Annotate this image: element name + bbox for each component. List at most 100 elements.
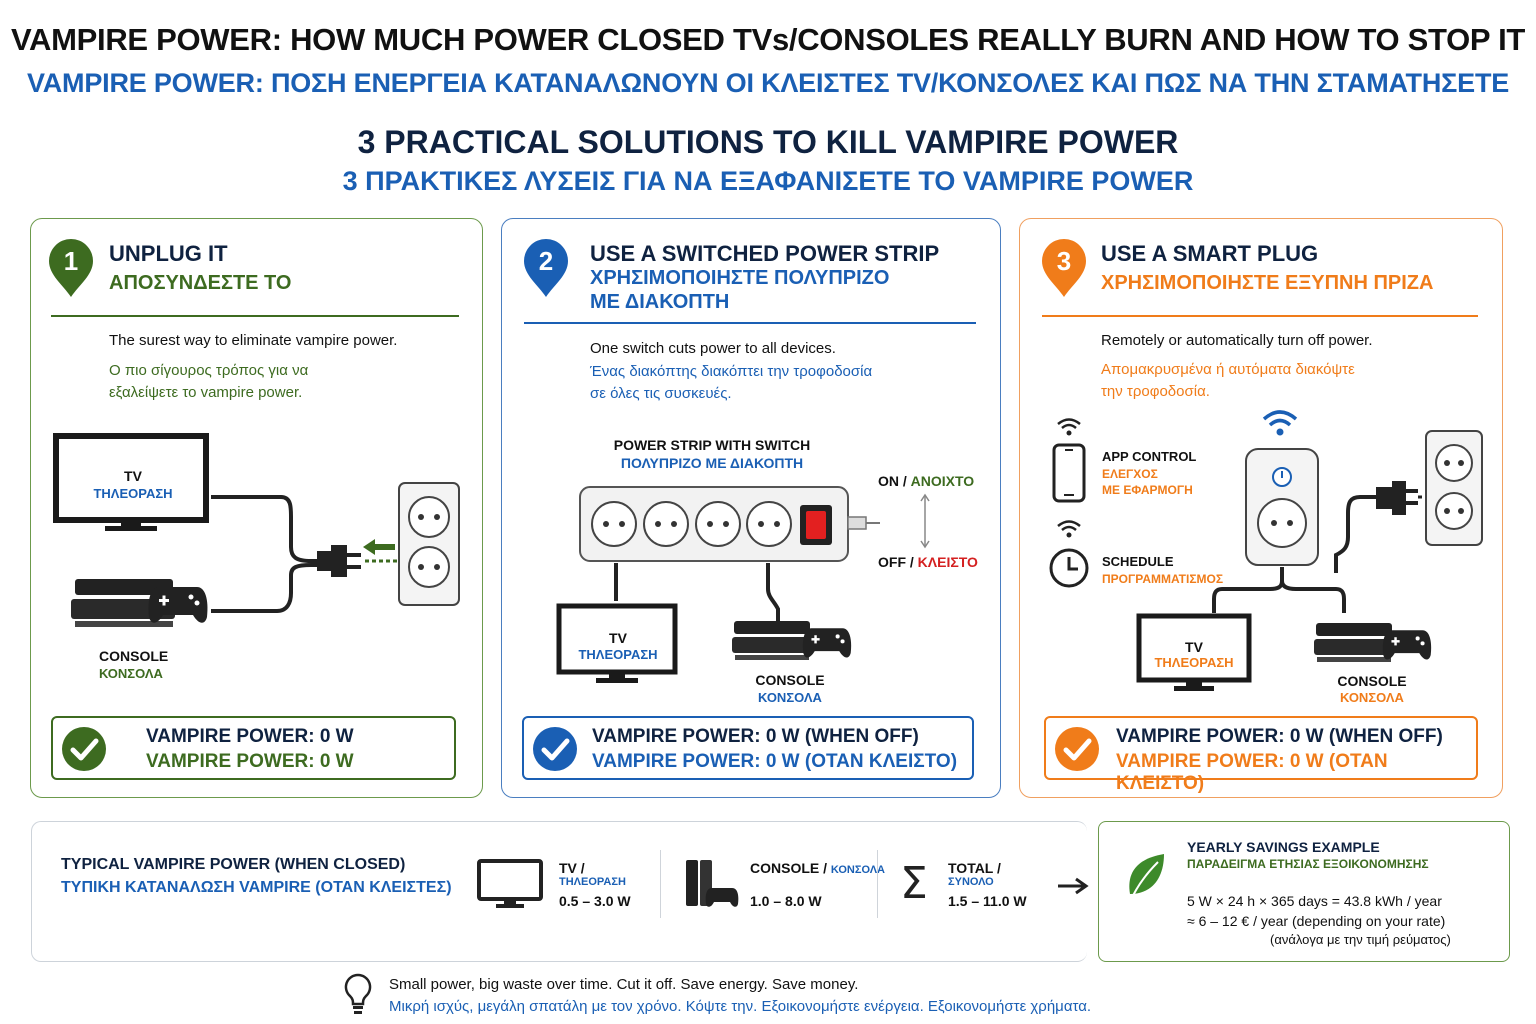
console-label-greek: ΚΟΝΣΟΛΑ [758, 690, 822, 705]
checkmark-icon [533, 727, 577, 771]
cable-lines [211, 495, 319, 613]
panel-title-greek-1: ΧΡΗΣΙΜΟΠΟΙΗΣΤΕ ΠΟΛΥΠΡΙΖΟ [590, 267, 890, 289]
panel-description-greek-1: Απομακρυσμένα ή αυτόματα διακόψτε [1101, 361, 1355, 378]
panel-title: USE A SWITCHED POWER STRIP [590, 241, 940, 266]
console-label: CONSOLE [99, 648, 169, 664]
result-text-greek: VAMPIRE POWER: 0 W (ΟΤΑΝ ΚΛΕΙΣΤΟ) [1116, 751, 1388, 794]
typical-tv-value: 0.5 – 3.0 W [559, 893, 631, 909]
yearly-cost: ≈ 6 – 12 € / year (depending on your rat… [1187, 913, 1446, 929]
checkmark-icon [1055, 727, 1099, 771]
leaf-icon [1129, 854, 1164, 903]
divider [1042, 315, 1478, 317]
divider [524, 322, 976, 324]
wifi-icon [1057, 418, 1081, 436]
result-text: VAMPIRE POWER: 0 W [146, 726, 354, 747]
app-control-label-greek-1: ΕΛΕΓΧΟΣ [1102, 467, 1158, 481]
console-label-greek: ΚΟΝΣΟΛΑ [1340, 690, 1404, 705]
typical-tv-label: TV / [559, 860, 585, 876]
typical-total-label-greek: ΣΥΝΟΛΟ [948, 876, 994, 888]
power-strip-label-greek: ΠΟΛΥΠΡΙΖΟ ΜΕ ΔΙΑΚΟΠΤΗ [620, 455, 804, 471]
clock-icon [1049, 548, 1089, 588]
panel-description-greek-2: σε όλες τις συσκευές. [590, 385, 732, 402]
result-box: VAMPIRE POWER: 0 W (WHEN OFF) VAMPIRE PO… [1044, 716, 1478, 794]
gamepad-icon [148, 587, 208, 623]
yearly-cost-greek: (ανάλογα με την τιμή ρεύματος) [1270, 932, 1451, 947]
yearly-calculation: 5 W × 24 h × 365 days = 43.8 kWh / year [1187, 893, 1442, 909]
panel-title: USE A SMART PLUG [1101, 241, 1319, 266]
section-title: 3 PRACTICAL SOLUTIONS TO KILL VAMPIRE PO… [357, 124, 1179, 160]
panel-number: 2 [539, 246, 553, 276]
panel-description: One switch cuts power to all devices. [590, 340, 836, 357]
panel-title-greek: ΧΡΗΣΙΜΟΠΟΙΗΣΤΕ ΕΞΥΠΝΗ ΠΡΙΖΑ [1101, 272, 1434, 294]
section-title-greek: 3 ΠΡΑΚΤΙΚΕΣ ΛΥΣΕΙΣ ΓΙΑ ΝΑ ΕΞΑΦΑΝΙΣΕΤΕ ΤΟ… [342, 166, 1194, 196]
main-title-greek: VAMPIRE POWER: ΠΟΣΗ ΕΝΕΡΓΕΙΑ ΚΑΤΑΝΑΛΩΝΟΥ… [26, 68, 1510, 98]
app-control-label: APP CONTROL [1102, 449, 1197, 464]
divider [877, 850, 878, 918]
result-box: VAMPIRE POWER: 0 W (WHEN OFF) VAMPIRE PO… [522, 716, 974, 780]
smart-plug-output-cables [1212, 567, 1346, 613]
tv-label: TV [124, 468, 142, 484]
smart-plug-icon [1245, 448, 1319, 566]
double-arrow-icon [920, 493, 930, 549]
switch-off-label: OFF / ΚΛΕΙΣΤΟ [878, 554, 978, 570]
strip-cables [614, 563, 780, 629]
console-label: CONSOLE [755, 672, 825, 688]
wifi-icon [1057, 520, 1081, 538]
typical-total-label: TOTAL / [948, 860, 1001, 876]
footer-text-greek: Μικρή ισχύς, μεγάλη σπατάλη με τον χρόνο… [389, 998, 1092, 1015]
tv-label: TV [1185, 639, 1203, 655]
power-strip-icon [579, 486, 880, 562]
plug-icon [317, 545, 361, 577]
result-text-greek: VAMPIRE POWER: 0 W [146, 751, 354, 772]
divider [660, 850, 661, 918]
smart-plug-cables [1334, 481, 1432, 573]
typical-console-value: 1.0 – 8.0 W [750, 893, 822, 909]
wall-socket-icon [1425, 430, 1483, 546]
gamepad-icon [1382, 630, 1432, 660]
console-icon [732, 621, 812, 660]
tv-label-greek: ΤΗΛΕΟΡΑΣΗ [1154, 655, 1234, 670]
typical-heading: TYPICAL VAMPIRE POWER (WHEN CLOSED) [61, 856, 406, 873]
result-text: VAMPIRE POWER: 0 W (WHEN OFF) [1116, 726, 1443, 747]
solution-panel-smart-plug: 3 USE A SMART PLUG ΧΡΗΣΙΜΟΠΟΙΗΣΤΕ ΕΞΥΠΝΗ… [1019, 218, 1503, 798]
typical-total-value: 1.5 – 11.0 W [948, 893, 1027, 909]
yearly-heading: YEARLY SAVINGS EXAMPLE [1187, 839, 1380, 855]
tv-label-greek: ΤΗΛΕΟΡΑΣΗ [93, 486, 173, 501]
console-icon [1314, 623, 1394, 662]
lightbulb-icon [344, 973, 372, 1014]
panel-description-greek-1: Ο πιο σίγουρος τρόπος για να [109, 362, 309, 379]
solution-panel-unplug: 1 UNPLUG IT ΑΠΟΣΥΝΔΕΣΤΕ ΤΟ The surest wa… [30, 218, 483, 798]
panel-description-greek-1: Ένας διακόπτης διακόπτει την τροφοδοσία [590, 363, 873, 380]
footer-text: Small power, big waste over time. Cut it… [389, 976, 859, 993]
tv-icon [477, 859, 543, 908]
panel-description-greek-2: την τροφοδοσία. [1101, 383, 1210, 400]
pin-icon: 2 [524, 239, 568, 297]
tv-icon [556, 603, 678, 683]
panel-title-greek-2: ΜΕ ΔΙΑΚΟΠΤΗ [590, 291, 730, 313]
result-box: VAMPIRE POWER: 0 W VAMPIRE POWER: 0 W [51, 716, 456, 780]
panel-number: 1 [64, 246, 78, 276]
tv-icon [53, 433, 209, 531]
panel-description: Remotely or automatically turn off power… [1101, 332, 1373, 349]
typical-vampire-power-box [31, 821, 1087, 962]
yearly-savings-box [1098, 821, 1510, 962]
tv-label: TV [609, 630, 627, 646]
console-label-greek: ΚΟΝΣΟΛΑ [99, 666, 163, 681]
divider [51, 315, 459, 317]
tv-label-greek: ΤΗΛΕΟΡΑΣΗ [578, 647, 658, 662]
panel-description-greek-2: εξαλείψετε το vampire power. [109, 384, 303, 401]
wall-socket-icon [398, 482, 460, 606]
smartphone-icon [1052, 443, 1086, 503]
tv-icon [1136, 613, 1252, 691]
panel-description: The surest way to eliminate vampire powe… [109, 332, 398, 349]
panel-title-greek: ΑΠΟΣΥΝΔΕΣΤΕ ΤΟ [109, 272, 292, 294]
arrow-left-icon [363, 539, 397, 563]
typical-tv-label-greek: ΤΗΛΕΟΡΑΣΗ [559, 876, 626, 888]
pin-icon: 1 [49, 239, 93, 297]
result-text-greek: VAMPIRE POWER: 0 W (ΟΤΑΝ ΚΛΕΙΣΤΟ) [592, 751, 958, 772]
schedule-label: SCHEDULE [1102, 554, 1174, 569]
console-icon [686, 860, 739, 907]
main-title: VAMPIRE POWER: HOW MUCH POWER CLOSED TVs… [10, 22, 1526, 57]
wifi-icon [1262, 410, 1298, 436]
panel-title: UNPLUG IT [109, 241, 228, 266]
